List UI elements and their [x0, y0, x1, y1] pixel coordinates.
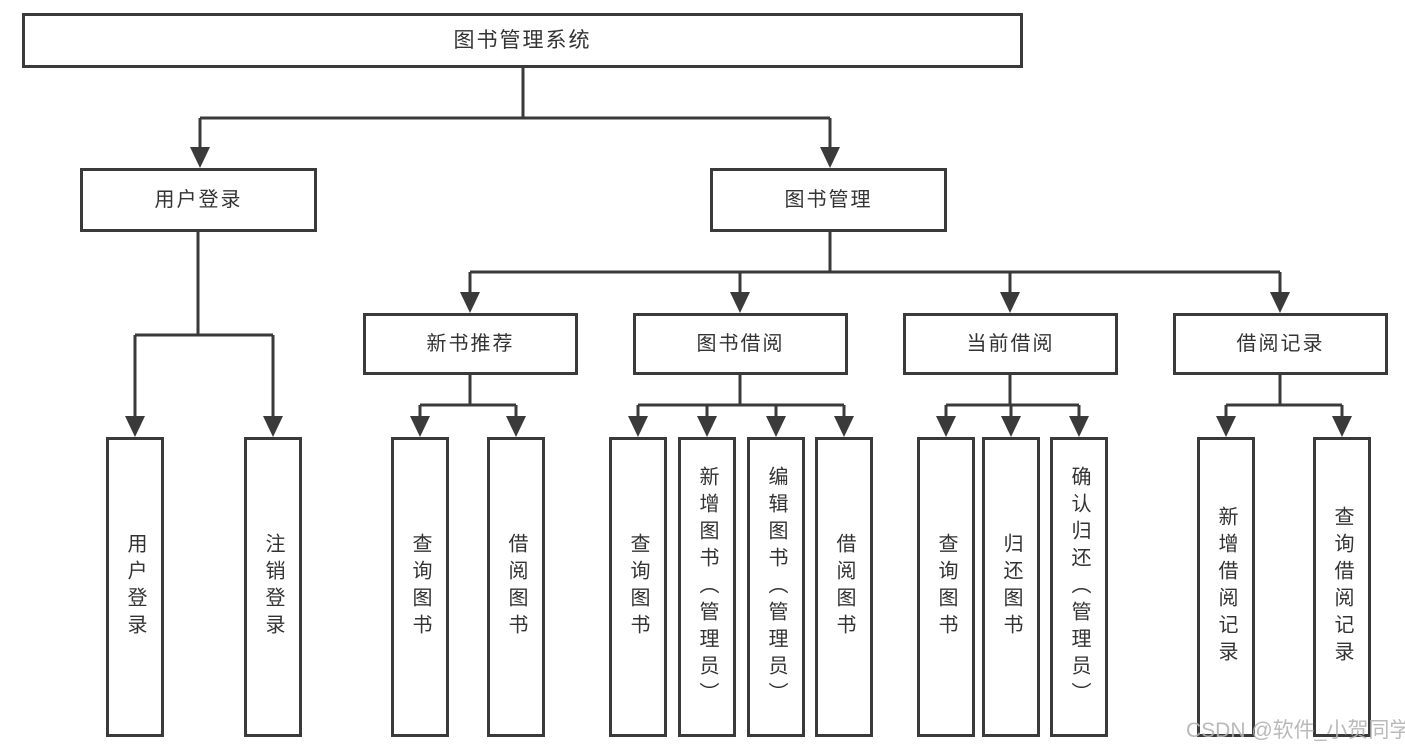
node-new-book-recommendation: 新书推荐	[363, 313, 578, 375]
arrowhead-icon	[1216, 416, 1236, 437]
node-borrowing-edit-book-admin: 编辑图书（管理员）	[747, 437, 805, 737]
arrowhead-icon	[1069, 416, 1089, 437]
arrowhead-icon	[263, 416, 283, 437]
arrowhead-icon	[125, 416, 145, 437]
node-label: 编辑图书（管理员）	[765, 465, 787, 709]
node-user-login-leaf: 用户登录	[106, 437, 164, 737]
node-label: 当前借阅	[966, 333, 1055, 355]
node-label: 借阅图书	[833, 533, 855, 641]
node-current-confirm-return-admin: 确认归还（管理员）	[1050, 437, 1108, 737]
arrowhead-icon	[460, 292, 480, 313]
node-borrowing-records: 借阅记录	[1173, 313, 1388, 375]
node-label: 借阅记录	[1236, 333, 1325, 355]
tree-edges	[133, 68, 1344, 419]
node-label: 图书借阅	[696, 333, 785, 355]
node-label: 图书管理	[784, 189, 873, 211]
arrowhead-icon	[628, 416, 648, 437]
node-recommend-borrow-book: 借阅图书	[487, 437, 545, 737]
node-borrowing-borrow-book: 借阅图书	[815, 437, 873, 737]
arrowhead-icon	[834, 416, 854, 437]
arrowhead-icon	[410, 416, 430, 437]
arrowhead-icon	[1332, 416, 1352, 437]
node-book-management-branch: 图书管理	[710, 168, 947, 232]
arrowhead-icon	[730, 292, 750, 313]
node-borrowing-query-book: 查询图书	[609, 437, 667, 737]
arrowheads	[125, 147, 1352, 437]
node-label: 用户登录	[154, 189, 243, 211]
node-label: 注销登录	[262, 533, 284, 641]
node-recommend-query-book: 查询图书	[391, 437, 449, 737]
arrowhead-icon	[1000, 292, 1020, 313]
arrowhead-icon	[697, 416, 717, 437]
node-label: 查询图书	[409, 533, 431, 641]
node-borrowing-add-book-admin: 新增图书（管理员）	[678, 437, 736, 737]
node-label: 用户登录	[124, 533, 146, 641]
node-label: 查询图书	[627, 533, 649, 641]
node-current-query-book: 查询图书	[917, 437, 975, 737]
arrowhead-icon	[506, 416, 526, 437]
node-records-add-borrow-record: 新增借阅记录	[1197, 437, 1255, 737]
node-label: 新书推荐	[426, 333, 515, 355]
node-label: 确认归还（管理员）	[1068, 465, 1090, 709]
node-label: 图书管理系统	[453, 29, 592, 52]
node-label: 新增图书（管理员）	[696, 465, 718, 709]
node-current-return-book: 归还图书	[982, 437, 1040, 737]
node-label: 新增借阅记录	[1215, 506, 1237, 668]
node-library-management-system: 图书管理系统	[22, 13, 1023, 68]
arrowhead-icon	[1001, 416, 1021, 437]
node-label: 借阅图书	[505, 533, 527, 641]
node-book-borrowing: 图书借阅	[633, 313, 848, 375]
node-label: 查询图书	[935, 533, 957, 641]
node-logout-leaf: 注销登录	[244, 437, 302, 737]
arrowhead-icon	[190, 147, 210, 168]
node-label: 查询借阅记录	[1331, 506, 1353, 668]
arrowhead-icon	[936, 416, 956, 437]
node-records-query-borrow-record: 查询借阅记录	[1313, 437, 1371, 737]
arrowhead-icon	[820, 147, 840, 168]
node-user-login-branch: 用户登录	[80, 168, 317, 232]
arrowhead-icon	[1270, 292, 1290, 313]
node-current-borrowing: 当前借阅	[903, 313, 1118, 375]
node-label: 归还图书	[1000, 533, 1022, 641]
arrowhead-icon	[766, 416, 786, 437]
